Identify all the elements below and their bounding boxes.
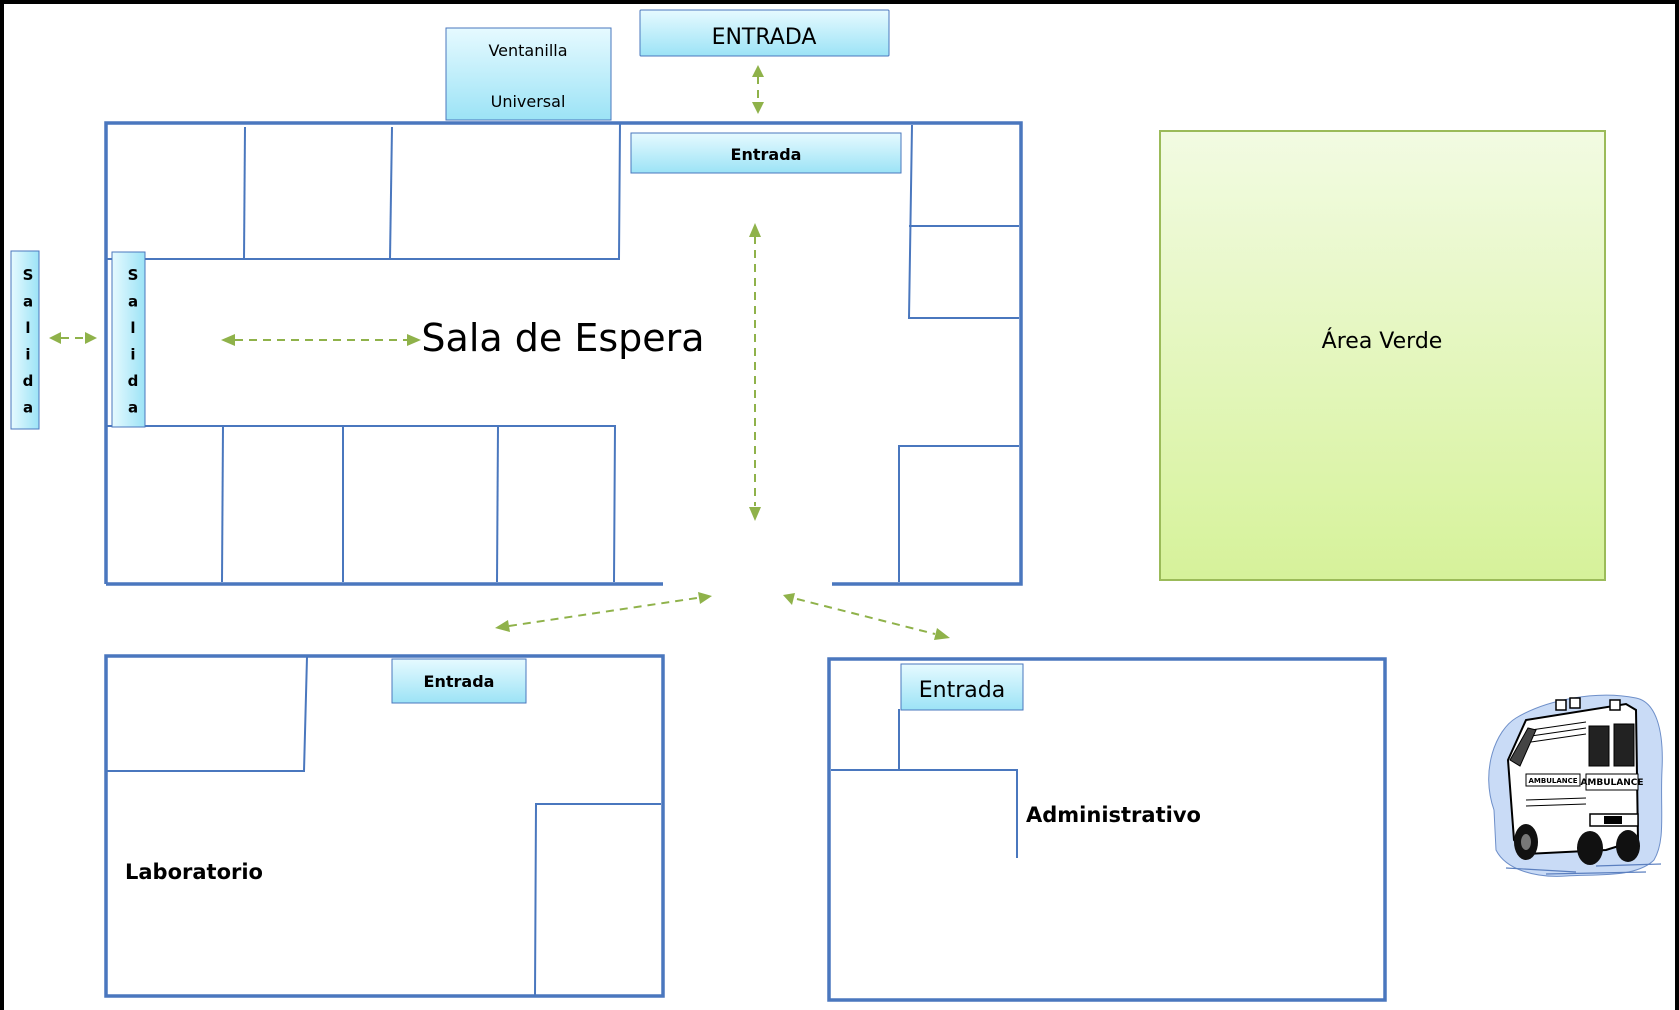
salida-inner-box	[111, 251, 146, 428]
salida-letter: l	[130, 319, 135, 337]
salida-letter: a	[128, 399, 138, 417]
salida-letter: i	[25, 346, 30, 364]
green-area: Área Verde	[1159, 130, 1606, 581]
salida-letter: a	[128, 293, 138, 311]
salida-letter: d	[23, 372, 34, 390]
main-entrance-box	[639, 9, 890, 57]
building-entrance: Entrada	[630, 132, 902, 174]
green-area-label: Área Verde	[1322, 328, 1443, 354]
building-entrance-label: Entrada	[731, 145, 802, 164]
arrow-to-laboratorio	[495, 592, 712, 632]
salida-letter: l	[25, 319, 30, 337]
laboratorio-label: Laboratorio	[125, 860, 263, 884]
administrativo-label: Administrativo	[1026, 803, 1201, 827]
admin-entrance-box	[900, 663, 1024, 711]
admin-entrance-label: Entrada	[919, 678, 1005, 703]
arrow-interior-vertical	[749, 223, 761, 521]
arrow-entrada-main	[752, 65, 764, 114]
administrativo-building: Entrada Administrativo	[827, 657, 1387, 1002]
ambulance-icon: AMBULANCE AMBULANCE	[1488, 694, 1663, 877]
salida-letter: i	[130, 346, 135, 364]
salida-letter: S	[128, 266, 139, 284]
ventanilla-box	[445, 27, 612, 121]
ventanilla-label-line2: Universal	[491, 92, 566, 111]
green-area-box	[1159, 130, 1606, 581]
svg-text:AMBULANCE: AMBULANCE	[1528, 777, 1577, 785]
main-entrance: ENTRADA	[639, 9, 890, 57]
arrow-sala-horizontal	[221, 334, 421, 346]
arrow-salida	[49, 332, 97, 344]
salida-outer-box	[10, 250, 40, 430]
sala-de-espera-label: Sala de Espera	[421, 316, 704, 360]
ventanilla-universal: Ventanilla Universal	[445, 27, 612, 121]
laboratorio-building: Entrada Laboratorio	[104, 654, 665, 998]
salida-letter: S	[23, 266, 34, 284]
salida-letter: a	[23, 293, 33, 311]
ventanilla-label-line1: Ventanilla	[488, 41, 567, 60]
flow-arrows	[49, 65, 950, 640]
building-entrance-box	[630, 132, 902, 174]
salida-letter: a	[23, 399, 33, 417]
salida-letter: d	[128, 372, 139, 390]
arrow-to-administrativo	[783, 593, 950, 640]
lab-entrance-label: Entrada	[424, 672, 495, 691]
svg-text:AMBULANCE: AMBULANCE	[1580, 778, 1643, 788]
main-entrance-label: ENTRADA	[712, 25, 817, 50]
main-building	[104, 121, 1023, 586]
lab-entrance-box	[391, 658, 527, 704]
